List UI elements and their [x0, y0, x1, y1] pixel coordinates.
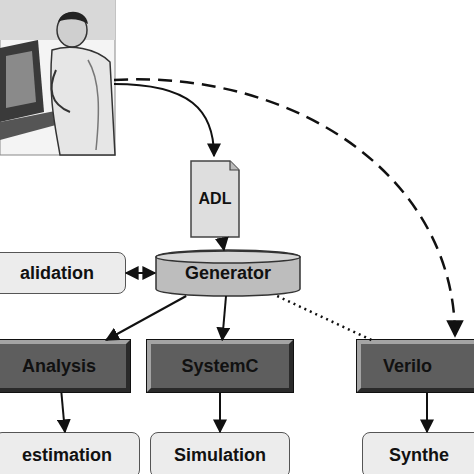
monitor-screen	[6, 51, 36, 108]
node-label: SystemC	[181, 356, 258, 377]
connector	[106, 296, 186, 340]
generator-cylinder: Generator	[155, 250, 301, 296]
node-label: ADL	[199, 190, 232, 208]
validation-box: alidation	[0, 252, 126, 294]
node-label: Verilo	[383, 356, 432, 377]
result-box: Simulation	[150, 432, 290, 474]
author-arrow	[114, 84, 214, 156]
person-arm	[52, 70, 70, 112]
connector	[277, 296, 371, 340]
node-label: Synthe	[389, 445, 449, 466]
cylinder-top	[156, 251, 300, 263]
result-box: estimation	[0, 432, 140, 474]
document-fold	[230, 161, 239, 170]
monitor-shape	[0, 40, 44, 122]
connector	[222, 296, 226, 340]
document-body	[191, 161, 239, 237]
node-label: estimation	[22, 445, 112, 466]
model-box: SystemC	[147, 340, 293, 392]
direct-dashed-arrow	[114, 79, 455, 336]
model-box: Verilo	[357, 340, 474, 392]
connector	[219, 392, 221, 432]
node-label: Generator	[185, 263, 271, 284]
node-label: Simulation	[174, 445, 266, 466]
cylinder-body	[156, 250, 300, 296]
node-label: alidation	[20, 263, 94, 284]
document-node: ADL	[190, 160, 240, 238]
photo-frame	[0, 0, 115, 155]
connector	[126, 272, 155, 274]
engineer-illustration	[0, 0, 115, 155]
shirt-fold	[88, 60, 98, 150]
person-body	[51, 47, 115, 155]
model-box: Analysis	[0, 340, 130, 392]
connector	[426, 392, 428, 432]
connector	[61, 392, 65, 432]
node-label: Analysis	[22, 356, 96, 377]
connector	[222, 238, 224, 250]
result-box: Synthe	[362, 432, 474, 474]
person-hair	[58, 12, 88, 24]
